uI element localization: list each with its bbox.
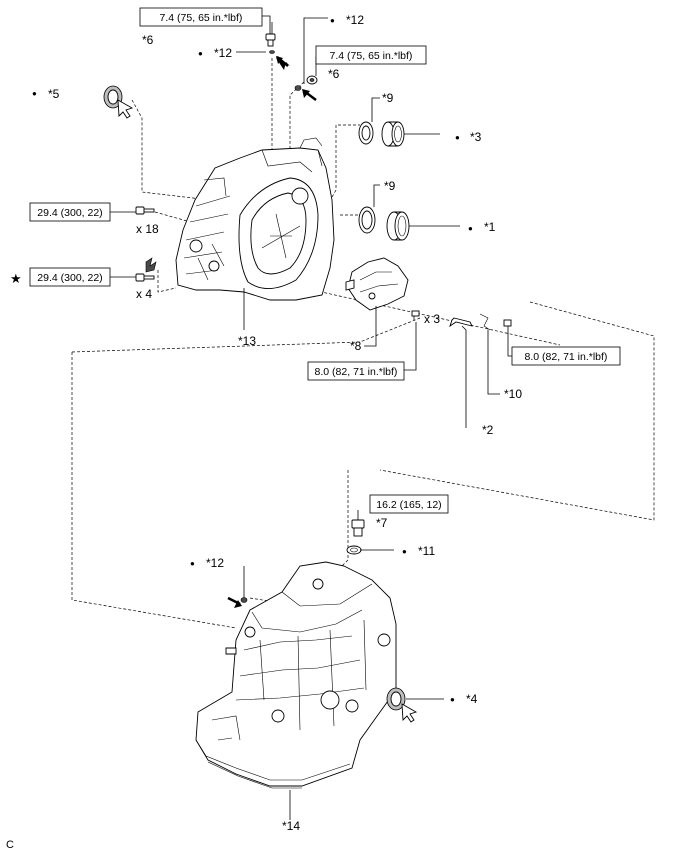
bullet: ● [455, 133, 460, 142]
bullet: ● [330, 16, 335, 25]
oil-seal-5-part [103, 85, 123, 109]
gasket-11-hole [350, 547, 358, 553]
star-icon: ★ [10, 271, 22, 286]
label-10: *10 [504, 387, 522, 401]
torque-value-5: 8.0 (82, 71 in.*lbf) [315, 366, 398, 378]
figure-code: C [6, 839, 14, 851]
torque-box-5: 8.0 (82, 71 in.*lbf) [307, 361, 405, 381]
torque-value-2: 7.4 (75, 65 in.*lbf) [330, 50, 413, 62]
o-ring-12b-part [294, 85, 302, 91]
label-14: *14 [282, 819, 300, 833]
clip-10-part [479, 313, 491, 331]
ring-9b-part [358, 206, 376, 234]
quantity-x18: x 18 [136, 222, 159, 236]
bushing-1-part [386, 211, 410, 241]
bolt-x3-part [411, 310, 420, 320]
torque-value-4: 29.4 (300, 22) [37, 272, 102, 284]
bullet: ● [402, 547, 407, 556]
label-9b: *9 [384, 179, 396, 193]
torque-box-1: 7.4 (75, 65 in.*lbf) [139, 7, 263, 27]
bolt-6b-part [306, 75, 318, 85]
baffle-plate-8-part [345, 257, 409, 311]
drain-plug-7-part [351, 519, 365, 537]
torque-value-1: 7.4 (75, 65 in.*lbf) [160, 12, 243, 24]
bullet: ● [198, 49, 203, 58]
transaxle-housing-upper [175, 137, 335, 301]
label-12b: *12 [214, 46, 232, 60]
label-13: *13 [238, 334, 256, 348]
label-8: *8 [350, 339, 362, 353]
leader-lines [110, 15, 512, 820]
quantity-x3: x 3 [424, 312, 440, 326]
torque-box-2: 7.4 (75, 65 in.*lbf) [315, 45, 427, 65]
torque-value-7: 16.2 (165, 12) [376, 499, 441, 511]
label-3: *3 [470, 130, 482, 144]
part-labels: *6 *12 *12 *6 *5 *9 *3 *9 *1 x 18 x 4 x … [6, 13, 522, 851]
torque-value-6: 8.0 (82, 71 in.*lbf) [525, 351, 608, 363]
label-7: *7 [376, 516, 388, 530]
bullet: ● [468, 224, 473, 233]
bushing-3-part [381, 121, 405, 147]
bolt-80-part [503, 319, 512, 327]
arrow-pointer-icon [401, 703, 418, 723]
torque-box-7: 16.2 (165, 12) [369, 494, 449, 514]
label-4: *4 [466, 692, 478, 706]
bullet: ● [450, 695, 455, 704]
label-6b: *6 [328, 67, 340, 81]
bullet-markers: ● ● ● ● ● ● ● ● [32, 16, 473, 704]
arrow-pointer-icon [117, 99, 134, 119]
torque-box-6: 8.0 (82, 71 in.*lbf) [511, 346, 621, 366]
arrow-pointer-icon [276, 56, 290, 70]
torque-value-3: 29.4 (300, 22) [37, 207, 102, 219]
o-ring-12a-part [269, 50, 275, 54]
label-12a: *12 [346, 13, 364, 27]
quantity-x4: x 4 [136, 287, 152, 301]
bullet: ● [190, 559, 195, 568]
torque-box-3: 29.4 (300, 22) [29, 202, 111, 222]
clip-2-part [449, 317, 473, 328]
label-5: *5 [48, 87, 60, 101]
arrow-pointer-icon [227, 596, 242, 608]
label-6a: *6 [142, 33, 154, 47]
label-11: *11 [418, 544, 435, 558]
label-9a: *9 [382, 91, 394, 105]
o-ring-12c-part [240, 597, 248, 603]
bullet: ● [32, 89, 37, 98]
bolt-6a-part [265, 33, 276, 47]
oil-seal-4-part [386, 687, 406, 711]
label-2: *2 [482, 423, 494, 437]
gasket-11-part [346, 545, 362, 555]
label-1: *1 [484, 220, 496, 234]
ring-9a-part [358, 121, 374, 145]
torque-box-4: 29.4 (300, 22) [29, 267, 111, 287]
bolt-x4-part [135, 257, 157, 282]
bolt-x18-part [135, 206, 155, 215]
arrow-pointer-icon [302, 89, 317, 101]
transaxle-assembly-lower [195, 561, 397, 789]
label-12c: *12 [206, 556, 224, 570]
